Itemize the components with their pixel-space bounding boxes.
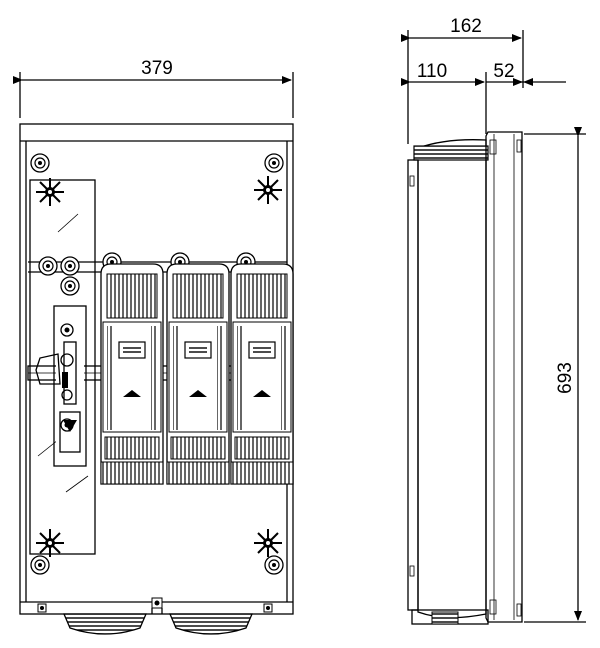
- cover-depth-label: 52: [493, 61, 514, 82]
- star-fastener-top-left: [35, 177, 65, 207]
- panel-mark-line: [57, 213, 79, 233]
- width-dimension-label: 379: [141, 58, 173, 79]
- front-view: 379: [13, 58, 294, 635]
- mount-boss-bottom-left: [30, 555, 50, 575]
- drive-module-1: [100, 263, 164, 485]
- side-back-plate: [407, 159, 419, 611]
- left-mounting-panel: [29, 179, 96, 555]
- side-view: 162 110 52 693: [401, 16, 586, 625]
- cover-latch: [489, 139, 497, 155]
- panel-mark-line: [37, 439, 59, 457]
- bottom-screws: [37, 597, 273, 614]
- cable-gland-left: [63, 613, 147, 635]
- drive-module-3: [230, 263, 294, 485]
- cover-tab: [516, 603, 522, 617]
- front-cover-profile: [485, 131, 523, 623]
- rail-boss: [38, 256, 58, 276]
- star-fastener-bottom-right: [253, 528, 283, 558]
- side-top-cap: [413, 145, 489, 161]
- side-enclosure-body: [417, 139, 487, 619]
- rail-boss: [60, 256, 80, 276]
- mount-boss-top-left: [30, 153, 50, 173]
- drive-module-2: [166, 263, 230, 485]
- side-gland: [431, 611, 459, 625]
- main-depth-label: 110: [417, 61, 447, 82]
- star-fastener-top-right: [253, 175, 283, 205]
- back-tab: [409, 565, 415, 577]
- total-depth-label: 162: [450, 16, 482, 37]
- cover-tab: [516, 139, 522, 153]
- cable-gland-right: [169, 613, 253, 635]
- mount-boss-top-right: [264, 153, 284, 173]
- back-tab: [409, 175, 415, 187]
- cover-latch: [489, 599, 497, 615]
- height-dimension-label: 693: [555, 362, 576, 394]
- mount-boss-bottom-right: [264, 555, 284, 575]
- rail-boss: [60, 276, 80, 296]
- star-fastener-bottom-left: [35, 528, 65, 558]
- panel-mark-line: [65, 475, 89, 493]
- isolator-switch: [35, 305, 87, 467]
